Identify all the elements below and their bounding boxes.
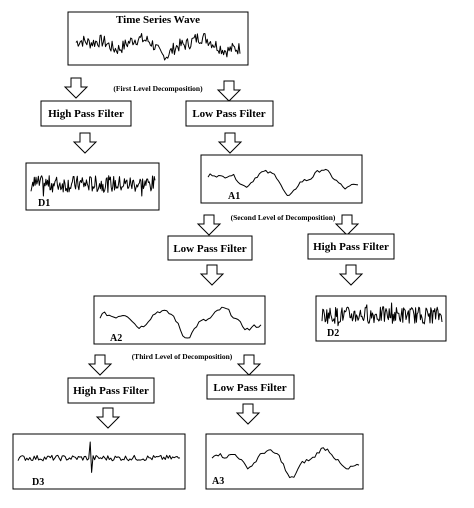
a1-signal-box: A1 (200, 154, 363, 204)
arrow-to-a2 (199, 264, 225, 286)
d2-label: D2 (327, 328, 339, 339)
d1-signal-box: D1 (25, 162, 160, 211)
svg-text:High Pass Filter: High Pass Filter (313, 241, 389, 253)
d1-wave (30, 175, 156, 197)
arrow-to-a1 (217, 132, 243, 154)
low-pass-filter-3: Low Pass Filter (206, 374, 295, 400)
arrow-to-d3 (95, 407, 121, 429)
arrow-to-hp3 (87, 354, 113, 376)
d2-signal-box: D2 (315, 295, 447, 342)
svg-text:Low Pass Filter: Low Pass Filter (192, 108, 265, 120)
high-pass-filter-2: High Pass Filter (307, 233, 395, 260)
first-level-note: (First Level Decomposition) (113, 84, 203, 93)
third-level-note: (Third Level of Decomposition) (132, 352, 233, 361)
arrow-to-a3 (235, 403, 261, 425)
svg-text:Low Pass Filter: Low Pass Filter (213, 382, 286, 394)
high-pass-filter-1: High Pass Filter (40, 100, 132, 127)
d2-wave (321, 302, 443, 327)
arrow-to-hp1 (63, 77, 89, 99)
arrow-to-lp3 (236, 354, 262, 376)
a3-signal-box: A3 (205, 433, 364, 490)
a1-label: A1 (228, 191, 240, 202)
a3-wave (211, 447, 360, 479)
arrow-to-d2 (338, 264, 364, 286)
d1-label: D1 (38, 198, 50, 209)
high-pass-filter-3: High Pass Filter (67, 377, 155, 404)
time-series-box: Time Series Wave (67, 11, 249, 66)
a1-wave (207, 168, 359, 196)
a2-wave (99, 306, 262, 339)
svg-text:High Pass Filter: High Pass Filter (48, 108, 124, 120)
svg-text:High Pass Filter: High Pass Filter (73, 385, 149, 397)
arrow-to-lp2 (196, 214, 222, 236)
second-level-note: (Second Level of Decomposition) (231, 213, 336, 222)
low-pass-filter-2: Low Pass Filter (167, 235, 253, 261)
low-pass-filter-1: Low Pass Filter (185, 100, 274, 127)
d3-signal-box: D3 (12, 433, 186, 490)
a3-label: A3 (212, 476, 224, 487)
time-series-wave (75, 33, 241, 61)
arrow-to-hp2 (334, 214, 360, 236)
a2-signal-box: A2 (93, 295, 266, 345)
arrow-to-d1 (72, 132, 98, 154)
svg-text:Low Pass Filter: Low Pass Filter (173, 243, 246, 255)
arrow-to-lp1 (216, 80, 242, 102)
d3-label: D3 (32, 477, 44, 488)
a2-label: A2 (110, 333, 122, 344)
diagram-title: Time Series Wave (116, 14, 200, 26)
d3-wave (17, 441, 181, 473)
